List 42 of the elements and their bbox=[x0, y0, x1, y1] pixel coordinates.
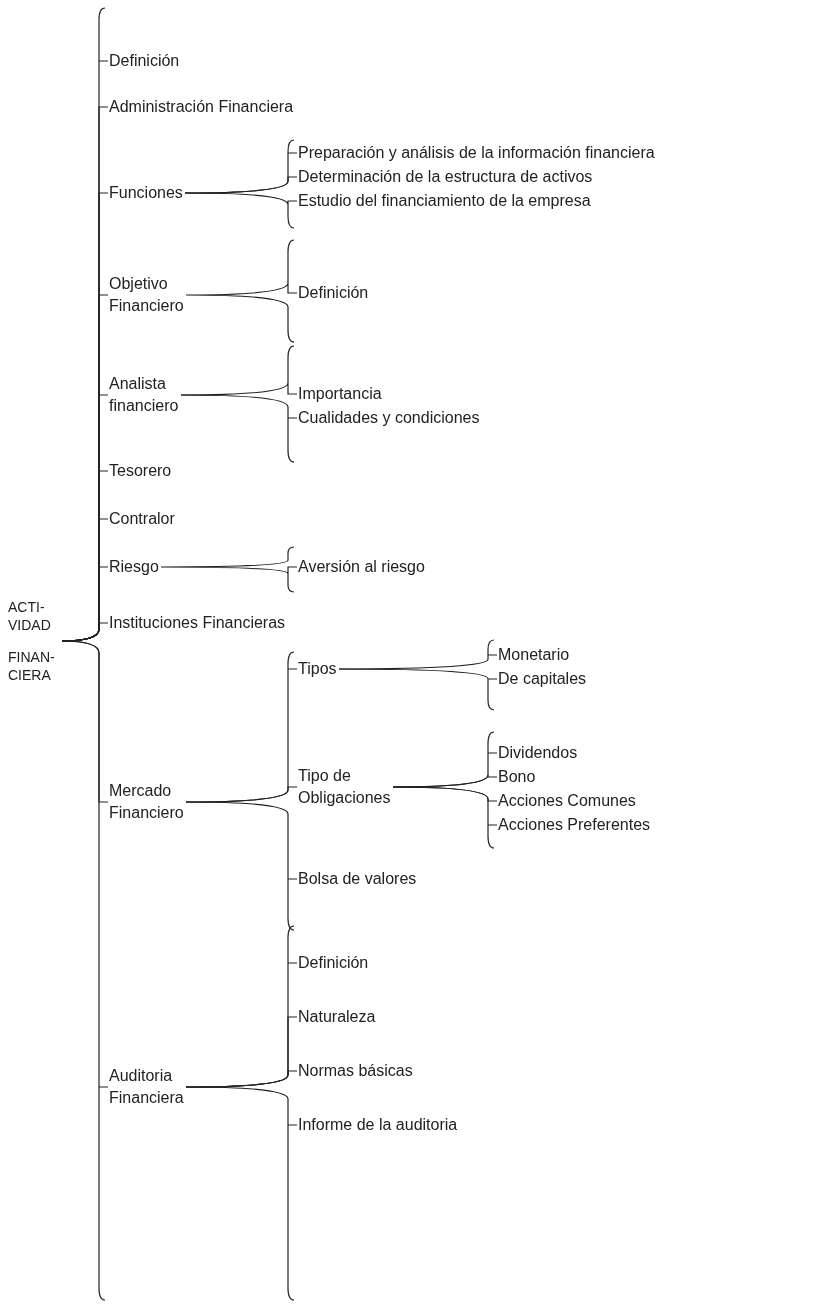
topic-label: Tipos bbox=[298, 658, 338, 680]
topic-label: Bolsa de valores bbox=[298, 868, 418, 890]
curly-brace bbox=[392, 786, 498, 849]
topic-label: Determinación de la estructura de activos bbox=[298, 166, 594, 188]
topic-label: Mercado Financiero bbox=[109, 780, 185, 824]
curly-brace bbox=[185, 239, 298, 343]
topic-label: Acciones Comunes bbox=[498, 790, 637, 812]
curly-brace bbox=[160, 546, 298, 593]
title-label: ACTI- VIDAD bbox=[8, 598, 52, 634]
topic-label: Normas básicas bbox=[298, 1060, 414, 1082]
curly-brace bbox=[61, 640, 109, 1301]
topic-label: Tesorero bbox=[109, 460, 173, 482]
topic-label: Monetario bbox=[498, 644, 571, 666]
topic-label: Acciones Preferentes bbox=[498, 814, 652, 836]
topic-label: Importancia bbox=[298, 383, 383, 405]
topic-label: Informe de la auditoria bbox=[298, 1114, 459, 1136]
topic-label: Dividendos bbox=[498, 742, 579, 764]
topic-label: Preparación y análisis de la información financiera bbox=[298, 142, 656, 164]
topic-label: Auditoria Financiera bbox=[109, 1065, 185, 1109]
topic-label: Tipo de Obligaciones bbox=[298, 765, 392, 809]
topic-label: Estudio del financiamiento de la empresa bbox=[298, 190, 592, 212]
topic-label: Cualidades y condiciones bbox=[298, 407, 481, 429]
curly-brace bbox=[180, 394, 298, 463]
topic-label: Aversión al riesgo bbox=[298, 556, 426, 578]
topic-label: Objetivo Financiero bbox=[109, 273, 185, 317]
topic-label: Funciones bbox=[109, 182, 184, 204]
curly-brace bbox=[184, 192, 298, 229]
topic-label: Instituciones Financieras bbox=[109, 612, 287, 634]
topic-label: De capitales bbox=[498, 668, 588, 690]
topic-label: Riesgo bbox=[109, 556, 160, 578]
curly-brace bbox=[338, 668, 498, 711]
curly-brace bbox=[185, 1086, 298, 1301]
topic-label: Administración Financiera bbox=[109, 96, 295, 118]
curly-brace bbox=[185, 801, 298, 931]
topic-label: Definición bbox=[298, 282, 370, 304]
topic-label: Analista financiero bbox=[109, 373, 180, 417]
topic-label: Definición bbox=[109, 50, 181, 72]
topic-label: Definición bbox=[298, 952, 370, 974]
topic-label: Naturaleza bbox=[298, 1006, 377, 1028]
topic-label: Contralor bbox=[109, 508, 176, 530]
title-label: FINAN- CIERA bbox=[8, 648, 56, 684]
topic-label: Bono bbox=[498, 766, 537, 788]
